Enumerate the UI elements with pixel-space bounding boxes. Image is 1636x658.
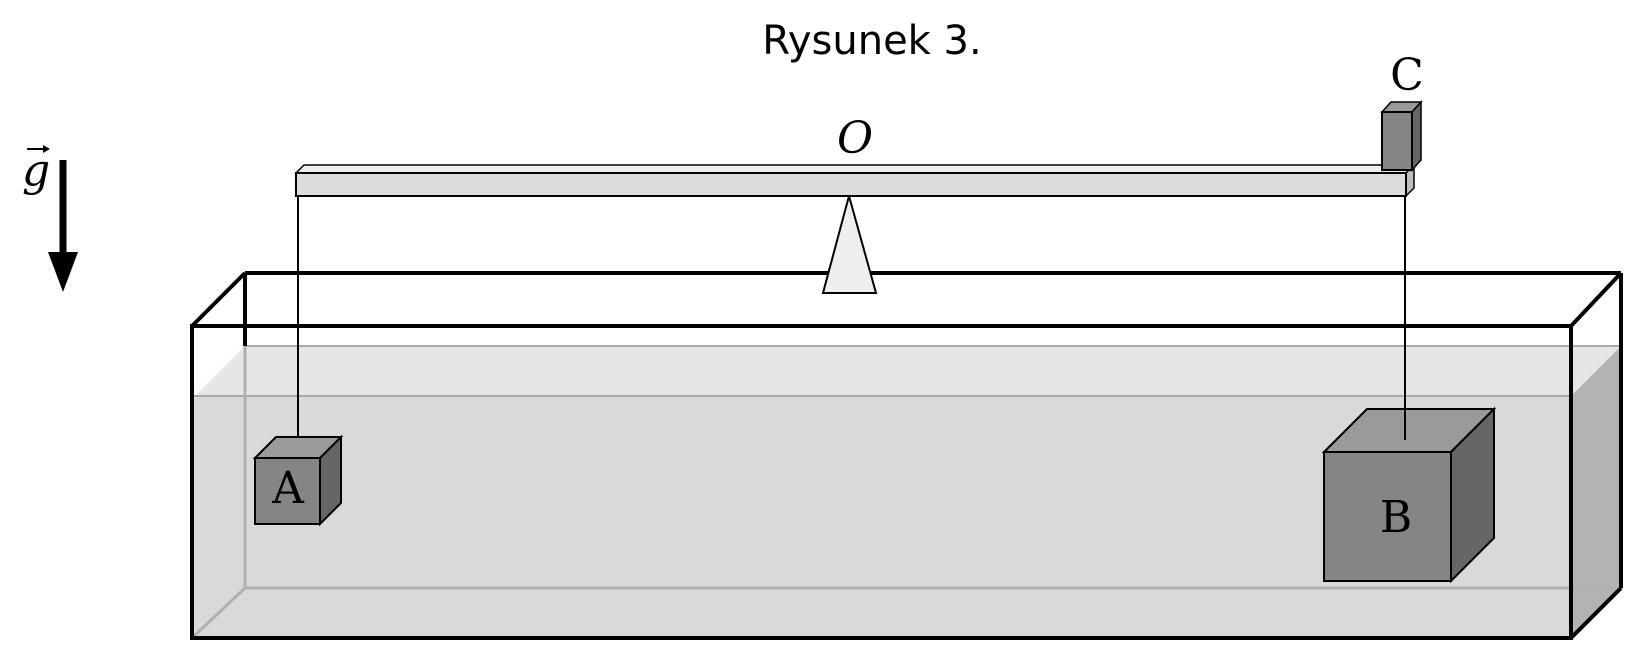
pivot-label: O xyxy=(837,113,873,164)
block-a-label: A xyxy=(271,463,305,514)
gravity-vector-accent-icon xyxy=(27,145,50,153)
tank-frame xyxy=(190,271,1623,640)
figure-caption: Rysunek 3. xyxy=(762,18,981,64)
gravity-label: g xyxy=(22,145,50,196)
gravity-vector: g xyxy=(22,145,78,292)
tank-back-edge-diagonal xyxy=(190,586,247,640)
water-side xyxy=(1571,346,1621,638)
counterweight-c xyxy=(1380,100,1423,172)
counterweight-c-label: C xyxy=(1390,50,1424,101)
water-surface xyxy=(195,346,1621,396)
block-a xyxy=(252,434,344,527)
block-b-label: B xyxy=(1380,492,1412,543)
block-b xyxy=(1321,406,1497,584)
fulcrum xyxy=(821,192,878,294)
gravity-arrow-head xyxy=(48,252,78,292)
lever-beam xyxy=(294,163,1416,198)
